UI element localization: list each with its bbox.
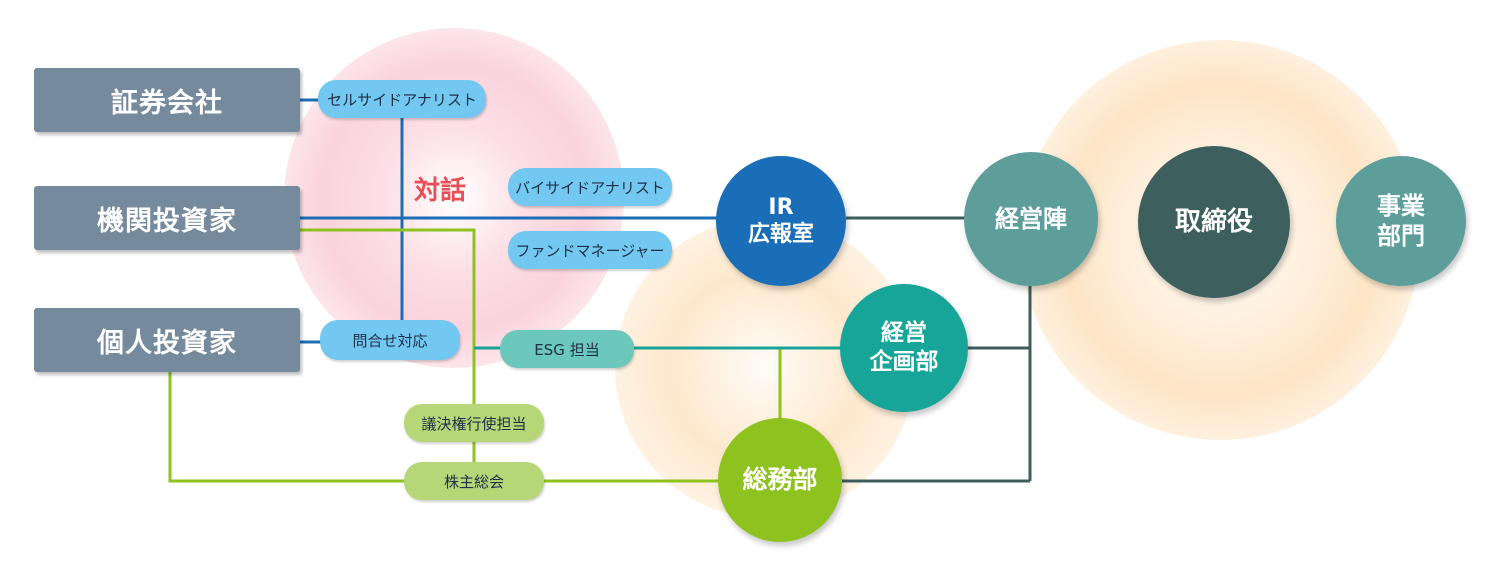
individual-investor-box: 個人投資家 bbox=[34, 308, 300, 372]
board-circle: 取締役 bbox=[1138, 146, 1290, 298]
fund-manager-pill: ファンドマネージャー bbox=[508, 231, 672, 269]
ir-label-line2: 広報室 bbox=[747, 222, 814, 247]
esg-pill: ESG 担当 bbox=[500, 330, 634, 368]
securities-company-box: 証券会社 bbox=[34, 68, 300, 132]
shareholders-meeting-pill: 株主総会 bbox=[404, 462, 544, 500]
planning-label-line2: 企画部 bbox=[869, 349, 939, 375]
ir-label-line1: IR bbox=[768, 194, 794, 220]
general-affairs-label: 総務部 bbox=[742, 465, 818, 495]
planning-label-line1: 経営 bbox=[881, 320, 927, 347]
sell-side-analyst-pill: セルサイドアナリスト bbox=[318, 80, 486, 118]
business-label-line2: 部門 bbox=[1377, 222, 1425, 250]
line-individual-agm bbox=[168, 370, 408, 483]
business-label-line1: 事業 bbox=[1377, 192, 1425, 220]
ir-pr-circle: IR 広報室 bbox=[716, 156, 846, 286]
line-institutional-voting bbox=[300, 228, 476, 408]
dialogue-label: 対話 bbox=[414, 176, 467, 206]
inquiry-response-pill: 問合せ対応 bbox=[320, 320, 460, 360]
buy-side-analyst-pill: バイサイドアナリスト bbox=[508, 168, 672, 206]
business-division-circle: 事業 部門 bbox=[1336, 156, 1466, 286]
management-label: 経営陣 bbox=[995, 205, 1067, 233]
general-affairs-circle: 総務部 bbox=[718, 418, 842, 542]
management-circle: 経営陣 bbox=[964, 152, 1098, 286]
board-label: 取締役 bbox=[1174, 206, 1253, 237]
institutional-investor-box: 機関投資家 bbox=[34, 186, 300, 250]
voting-rights-pill: 議決権行使担当 bbox=[404, 404, 544, 442]
corporate-planning-circle: 経営 企画部 bbox=[840, 284, 968, 412]
